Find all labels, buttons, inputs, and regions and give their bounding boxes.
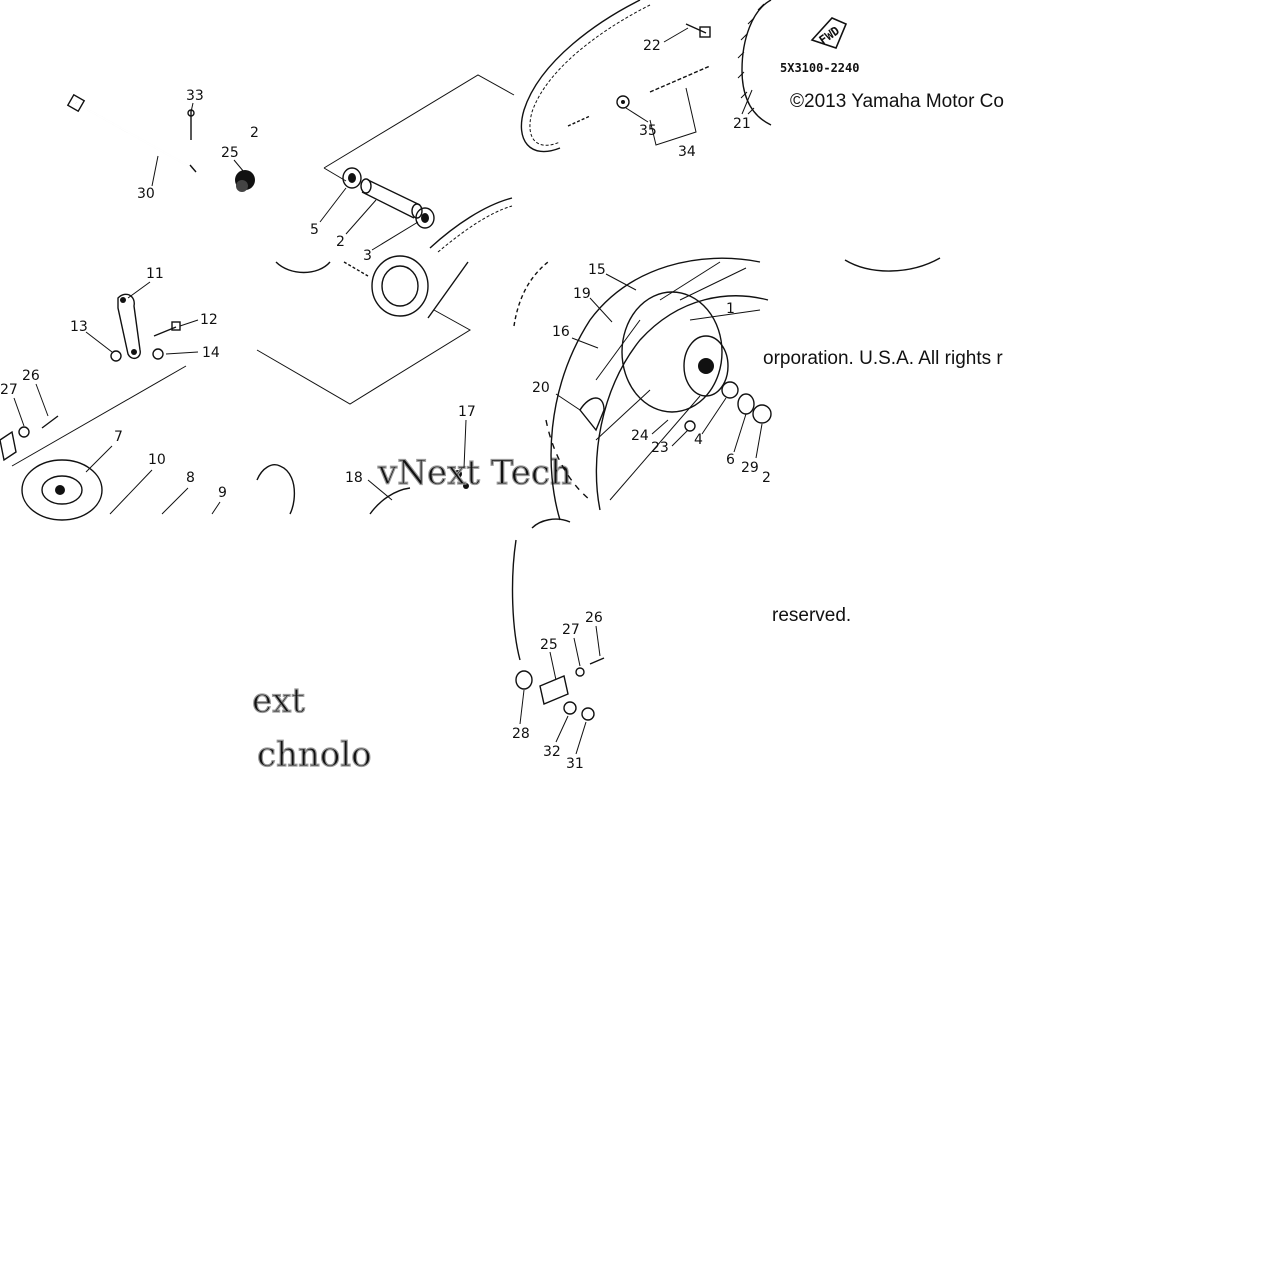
part-number-27a: 27	[0, 382, 18, 398]
arm-part	[117, 293, 141, 360]
washer-14-part	[152, 348, 164, 360]
part-number-28: 28	[512, 726, 530, 742]
part-number-27b: 27	[562, 622, 580, 638]
diagram-code: 5X3100-2240	[780, 61, 859, 75]
part-number-11: 11	[146, 266, 164, 282]
part-number-30: 30	[137, 186, 155, 202]
part-number-labels: 33 30 25 2 5 2 3 22 35 34 21 11 12 13 14…	[0, 27, 771, 772]
watermark-3: chnolo	[257, 735, 372, 775]
copyright-line-2: orporation. U.S.A. All rights r	[763, 348, 1003, 369]
part-number-31: 31	[566, 756, 584, 772]
part-number-19: 19	[573, 286, 591, 302]
bearings-part	[684, 381, 772, 432]
bracket-34	[649, 87, 697, 146]
cotter-pin-part	[187, 109, 195, 140]
part-number-5: 5	[310, 222, 319, 238]
copyright-line-1: ©2013 Yamaha Motor Co	[790, 91, 1004, 112]
part-number-18: 18	[345, 470, 363, 486]
part-number-21: 21	[733, 116, 751, 132]
part-number-25a: 25	[221, 145, 239, 161]
box-outline	[323, 74, 515, 182]
brake-shoe-part	[275, 255, 429, 317]
part-number-15: 15	[588, 262, 606, 278]
part-number-7: 7	[114, 429, 123, 445]
part-number-14: 14	[202, 345, 220, 361]
pin-17-part	[427, 261, 469, 319]
bolt-part	[685, 23, 711, 38]
part-number-3: 3	[363, 248, 372, 264]
part-number-12: 12	[200, 312, 218, 328]
part-number-23: 23	[651, 440, 669, 456]
part-number-26a: 26	[22, 368, 40, 384]
part-number-8: 8	[186, 470, 195, 486]
part-number-2: 2	[336, 234, 345, 250]
part-number-16: 16	[552, 324, 570, 340]
spacer-part	[342, 167, 435, 229]
curve-fragment	[844, 257, 941, 272]
chain-ring-part	[513, 261, 549, 327]
watermark-2: ext	[252, 681, 305, 721]
copyright-line-3: reserved.	[772, 605, 851, 626]
watermark-1: vNext Tech	[377, 453, 572, 493]
part-number-4: 4	[694, 432, 703, 448]
adjuster-part	[235, 170, 255, 192]
part-number-6: 6	[726, 452, 735, 468]
sprocket-part	[737, 0, 772, 126]
part-number-24: 24	[631, 428, 649, 444]
part-number-9: 9	[218, 485, 227, 501]
part-number-32: 32	[543, 744, 561, 760]
drive-chain-part	[520, 0, 651, 153]
part-number-2b: 2	[250, 125, 259, 141]
brake-arm-20-part	[579, 397, 605, 432]
part-number-13: 13	[70, 319, 88, 335]
part-number-29: 29	[741, 460, 759, 476]
part-number-25b: 25	[540, 637, 558, 653]
fwd-arrow-icon: FWD	[810, 17, 848, 49]
nut-13-part	[110, 350, 122, 362]
part-number-10: 10	[148, 452, 166, 468]
chain-segment-top	[429, 197, 513, 253]
box-outline-2	[256, 309, 471, 405]
part-number-20: 20	[532, 380, 550, 396]
part-number-33: 33	[186, 88, 204, 104]
axle-part	[66, 93, 197, 173]
brake-plate-part	[0, 365, 187, 521]
chain-joint-part	[567, 65, 711, 127]
part-number-26b: 26	[585, 610, 603, 626]
rear-wheel-part	[550, 257, 769, 521]
part-number-26-partial: 2	[762, 470, 771, 486]
part-number-17: 17	[458, 404, 476, 420]
bolt-12-part	[153, 321, 181, 337]
part-number-1: 1	[726, 301, 735, 317]
chain-puller-part	[515, 657, 605, 721]
wheel-rim-lower-2	[531, 518, 571, 529]
part-number-35: 35	[639, 123, 657, 139]
part-number-22: 22	[643, 38, 661, 54]
part-number-34: 34	[678, 144, 696, 160]
wheel-rim-lower	[511, 539, 521, 661]
